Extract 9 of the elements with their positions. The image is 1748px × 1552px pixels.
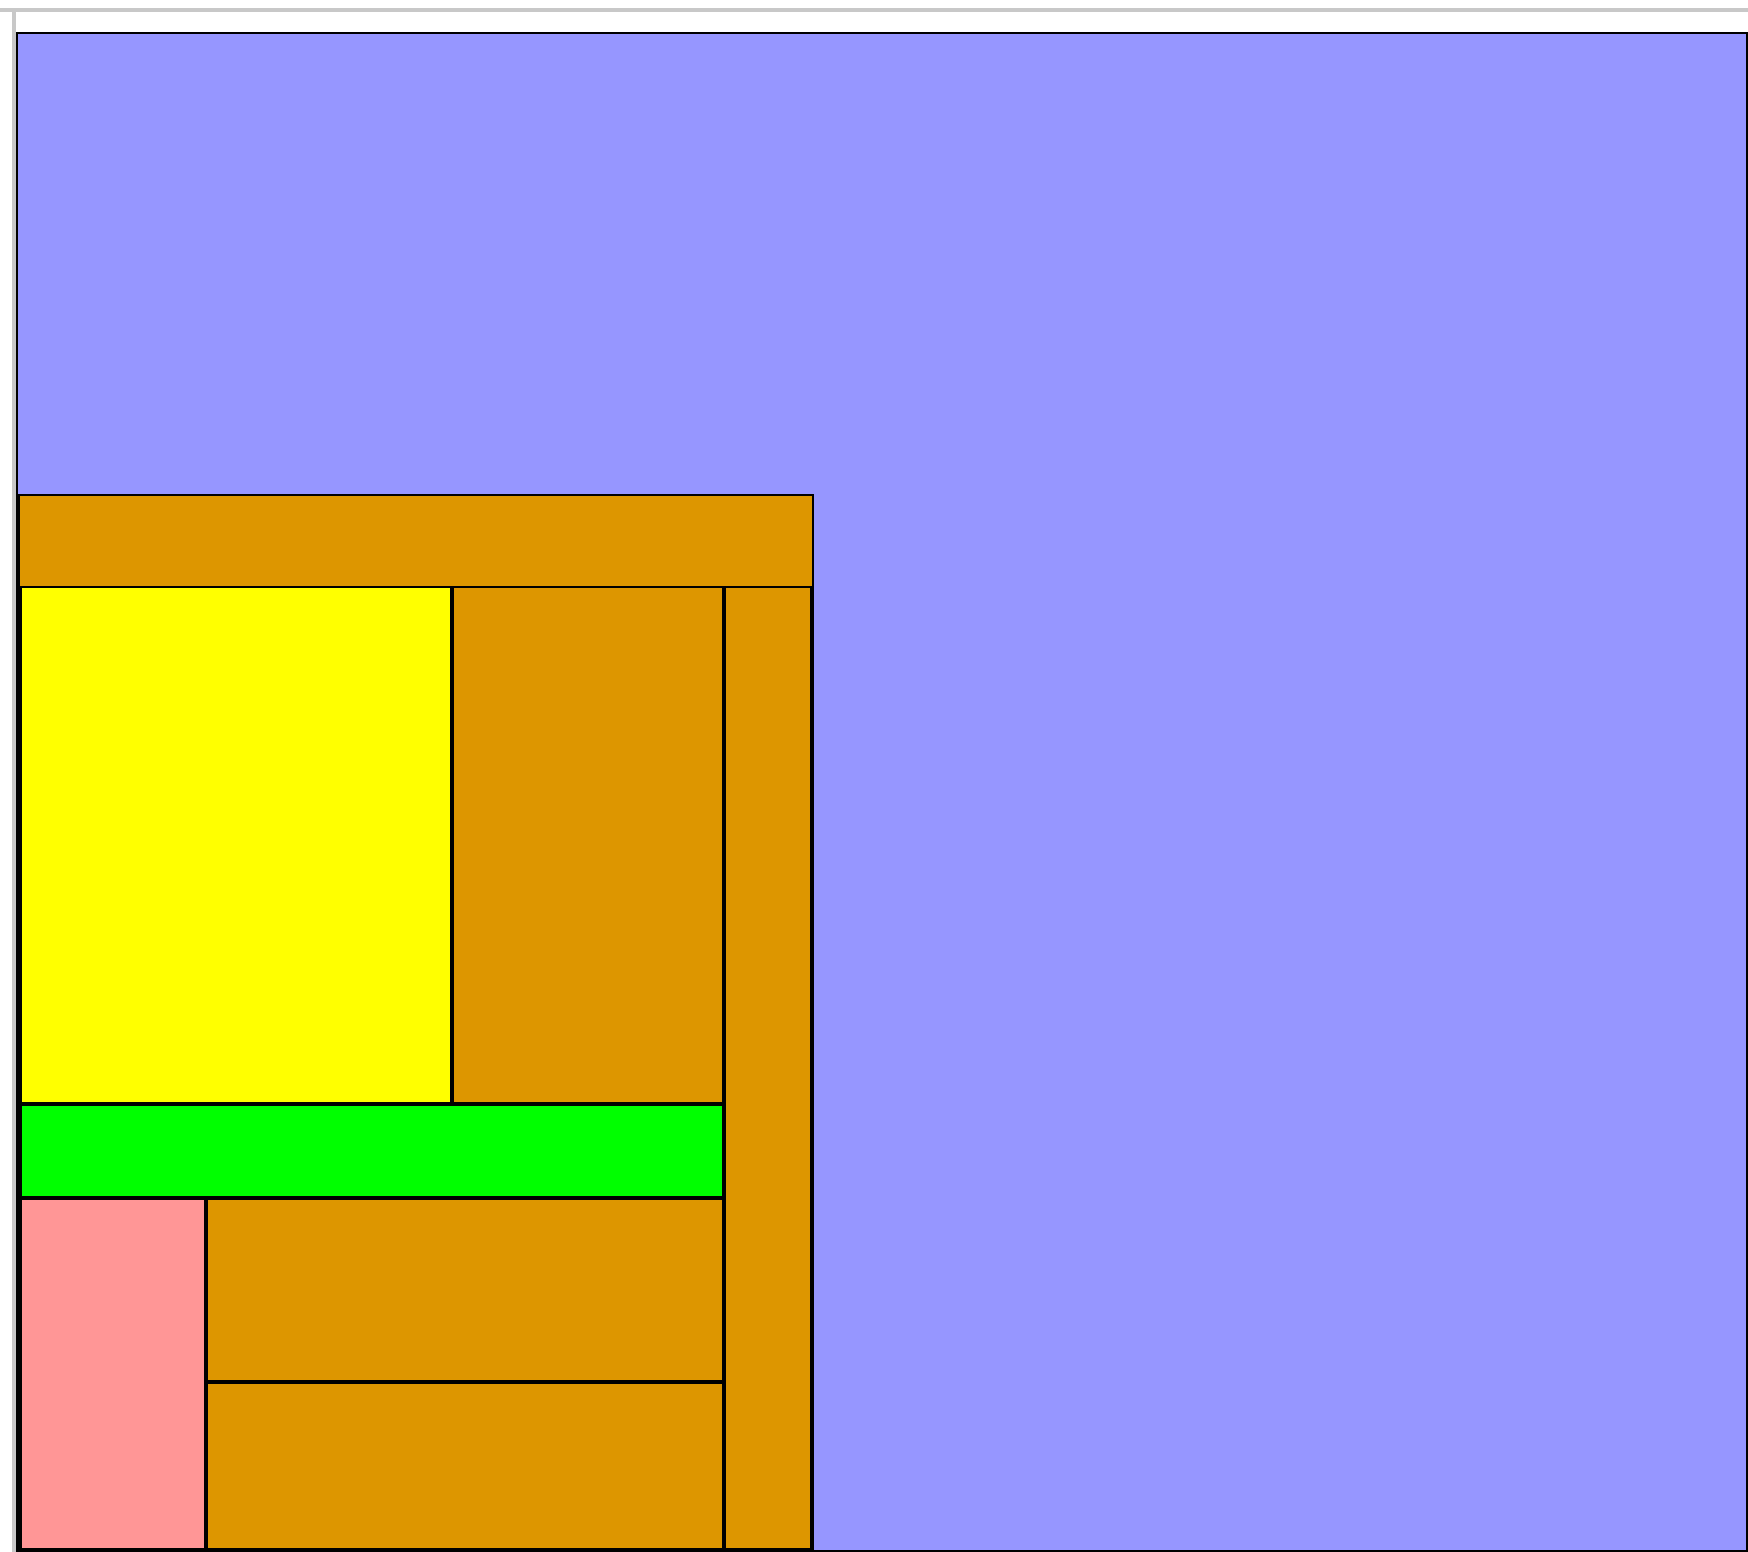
background-panel	[16, 32, 1748, 1552]
block	[206, 1382, 724, 1550]
block	[20, 1104, 724, 1198]
block	[206, 1198, 724, 1382]
block	[452, 586, 724, 1104]
block	[20, 1198, 206, 1550]
block	[724, 586, 812, 1550]
container-block	[18, 494, 814, 1550]
block	[20, 586, 452, 1104]
